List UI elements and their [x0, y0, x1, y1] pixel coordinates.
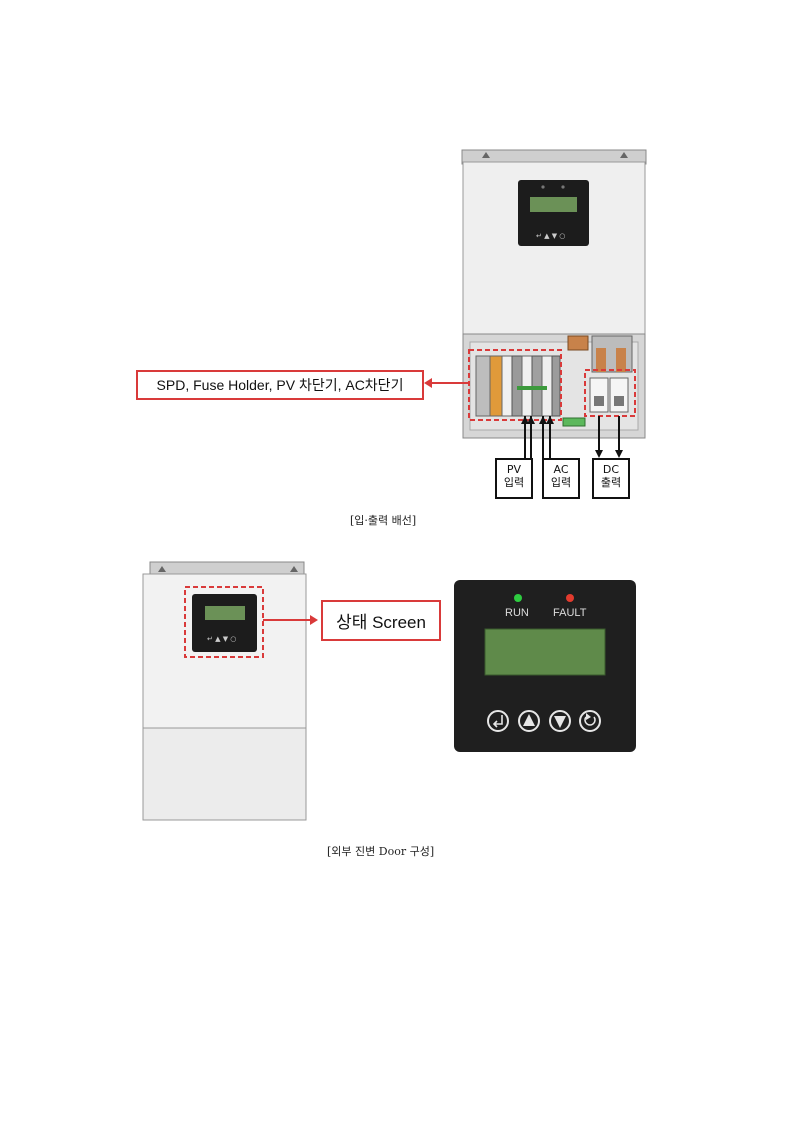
ac-input-line2: 입력 [550, 476, 572, 489]
escape-button-icon [579, 710, 601, 732]
breaker-terminal-group [475, 355, 561, 417]
front-lcd [530, 197, 577, 212]
fault-led [566, 594, 574, 602]
up-button-icon [518, 710, 540, 732]
status-screen-callout-label: 상태 Screen [321, 600, 441, 641]
figure2-caption: [외부 진변 Door 구성] [327, 845, 435, 858]
dc-output-line2: 출력 [600, 476, 622, 489]
pv-input-line2: 입력 [503, 476, 525, 489]
svg-text:↵ ▲ ▼ ○: ↵ ▲ ▼ ○ [536, 232, 565, 240]
door-display-panel [192, 594, 257, 652]
pv-input-line1: PV [506, 463, 522, 476]
breaker-callout-label: SPD, Fuse Holder, PV 차단기, AC차단기 [136, 370, 424, 400]
dc-output-line1: DC [602, 463, 620, 476]
breaker-highlight [468, 349, 562, 421]
enter-button-icon [487, 710, 509, 732]
figure1-caption: [입·출력 배선] [350, 514, 417, 527]
pv-input-label: PV 입력 [495, 458, 533, 499]
door-display-highlight [184, 586, 264, 658]
dc-highlight [584, 369, 636, 417]
svg-text:↵ ▲ ▼ ○: ↵ ▲ ▼ ○ [207, 635, 236, 643]
dc-output-terminals [589, 335, 633, 413]
dc-output-label: DC 출력 [592, 458, 630, 499]
ac-input-label: AC 입력 [542, 458, 580, 499]
status-lcd [484, 628, 606, 676]
door-lower-panel [142, 727, 307, 821]
down-button-icon [549, 710, 571, 732]
run-label: RUN [505, 607, 529, 619]
fault-label: FAULT [553, 607, 587, 619]
run-led [514, 594, 522, 602]
ac-input-line1: AC [553, 463, 569, 476]
front-display-panel [518, 180, 589, 246]
